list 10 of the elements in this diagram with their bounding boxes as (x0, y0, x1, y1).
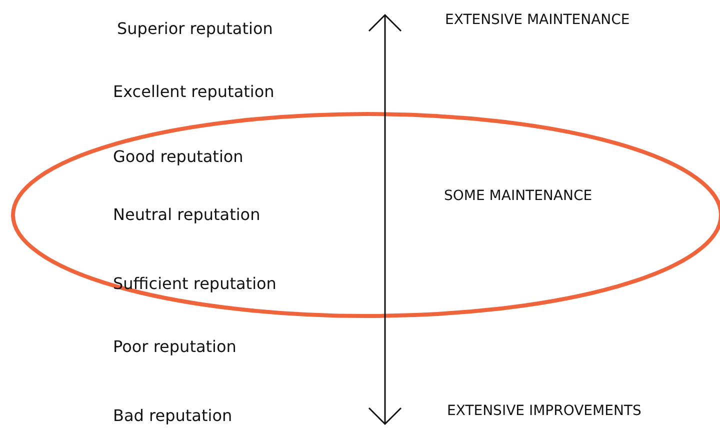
reputation-level-label: Good reputation (113, 148, 244, 166)
maintenance-level-label: EXTENSIVE MAINTENANCE (445, 12, 630, 28)
reputation-level-label: Superior reputation (117, 20, 273, 38)
reputation-level-label: Bad reputation (113, 406, 232, 426)
reputation-level-label: Neutral reputation (113, 206, 260, 224)
reputation-level-label: Poor reputation (113, 338, 236, 356)
reputation-level-label: Sufficient reputation (113, 274, 276, 294)
maintenance-level-label: SOME MAINTENANCE (444, 188, 592, 204)
reputation-level-label: Excellent reputation (113, 82, 274, 102)
maintenance-level-label: EXTENSIVE IMPROVEMENTS (447, 402, 642, 420)
